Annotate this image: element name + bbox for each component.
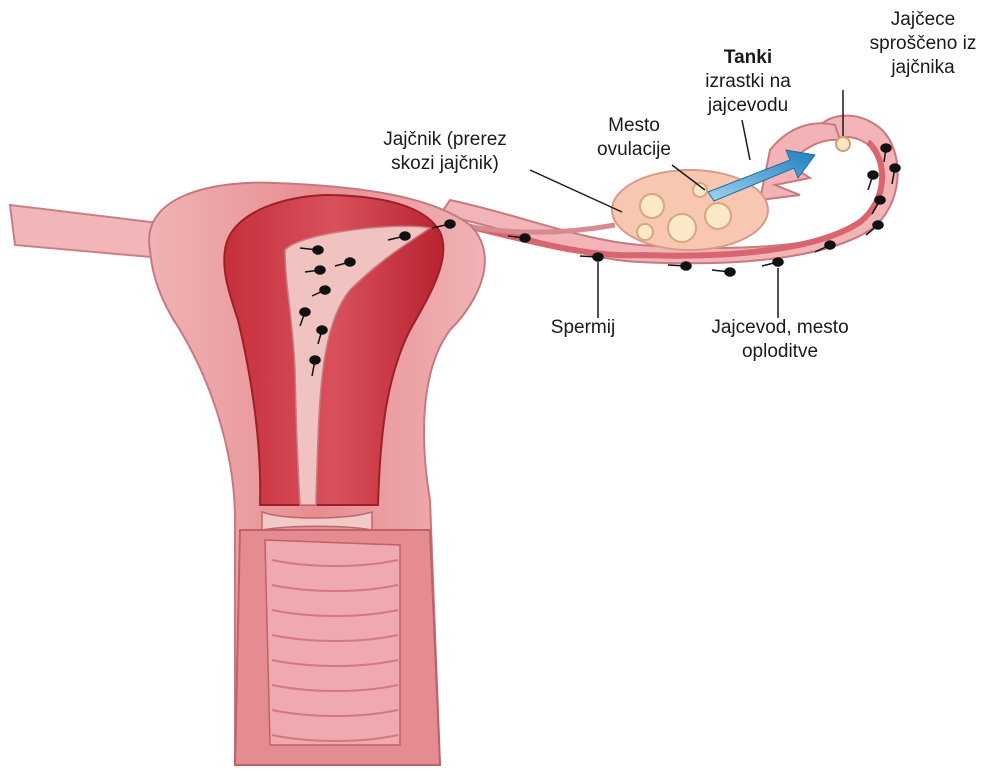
- ovulation-site-label: Mesto ovulacije: [574, 114, 694, 162]
- vaginal-rugae: [265, 540, 400, 745]
- ovary-label: Jajčnik (prerez skozi jajčnik): [350, 128, 540, 176]
- egg-released-label: Jajčece sproščeno iz jajčnika: [848, 8, 997, 80]
- fallopian-tube-label: Jajcevod, mesto oploditve: [680, 316, 880, 364]
- sperm-cell: [712, 268, 735, 276]
- sperm-label: Spermij: [528, 316, 638, 340]
- released-egg: [836, 137, 850, 151]
- fimbriae-leader: [742, 120, 750, 160]
- ovary-leader: [530, 170, 622, 212]
- fimbriae-label: Tanki izrastki na jajcevodu: [668, 46, 828, 118]
- sperm-cell: [868, 171, 878, 190]
